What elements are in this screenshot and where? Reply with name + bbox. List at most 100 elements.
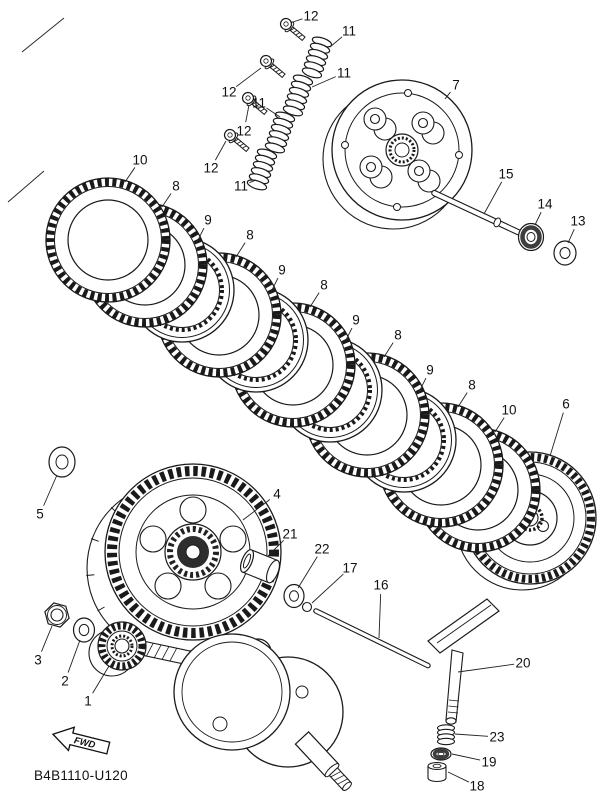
fwd-label: FWD — [73, 735, 97, 751]
callout-number: 16 — [373, 578, 388, 593]
callout-number: 10 — [501, 403, 516, 418]
callout-12: 12 — [203, 140, 227, 176]
callout-number: 14 — [537, 197, 553, 212]
callout-9: 9 — [344, 313, 360, 343]
callout-number: 11 — [252, 96, 266, 111]
callout-number: 8 — [468, 378, 476, 393]
hex-nut — [44, 602, 70, 628]
callout-number: 7 — [452, 78, 460, 93]
callout-number: 8 — [246, 228, 254, 243]
friction-clutch-plate — [45, 177, 171, 303]
clutch-spring — [264, 111, 296, 154]
callout-13: 13 — [567, 214, 586, 244]
callout-number: 19 — [481, 755, 496, 770]
callout-10: 10 — [124, 153, 148, 183]
push-washer — [283, 583, 305, 609]
callout-16: 16 — [373, 578, 389, 639]
clutch-spring — [246, 148, 278, 191]
crank-output-shaft — [294, 731, 352, 791]
callout-number: 12 — [236, 124, 251, 139]
callout-12: 12 — [292, 9, 319, 24]
callout-number: 20 — [515, 656, 530, 671]
callout-number: 9 — [278, 263, 286, 278]
lever-spring — [436, 724, 456, 746]
callout-number: 12 — [203, 161, 218, 176]
callout-number: 8 — [394, 328, 402, 343]
callout-number: 11 — [234, 179, 248, 194]
callout-number: 4 — [273, 487, 281, 502]
callout-number: 13 — [570, 214, 585, 229]
push-rod-short — [313, 608, 431, 669]
spring-bolt — [223, 128, 250, 153]
callout-19: 19 — [451, 753, 497, 770]
callout-10: 10 — [494, 403, 517, 433]
callout-11: 11 — [311, 66, 351, 88]
callout-12: 12 — [221, 67, 262, 100]
callout-7: 7 — [444, 78, 460, 100]
callout-number: 12 — [221, 85, 236, 100]
callout-22: 22 — [297, 542, 330, 589]
callout-number: 8 — [320, 278, 328, 293]
callout-12: 12 — [236, 104, 252, 139]
crankshaft — [137, 633, 352, 791]
callout-11: 11 — [329, 24, 356, 48]
callout-number: 12 — [303, 9, 318, 24]
callout-number: 11 — [337, 66, 351, 81]
callout-18: 18 — [447, 771, 485, 794]
clutch-push-lever — [427, 598, 500, 725]
clutch-plate-stack — [45, 177, 541, 553]
callout-8: 8 — [383, 328, 402, 358]
callout-20: 20 — [457, 656, 531, 673]
callout-8: 8 — [161, 179, 180, 208]
callout-9: 9 — [418, 363, 434, 393]
callout-8: 8 — [457, 378, 476, 408]
callout-number: 18 — [469, 779, 484, 794]
callout-11: 11 — [252, 96, 281, 118]
callout-9: 9 — [196, 213, 212, 243]
callout-number: 8 — [172, 179, 180, 194]
spring-posts — [359, 107, 445, 193]
lock-washer — [72, 617, 96, 643]
callout-number: 3 — [34, 653, 42, 668]
callout-number: 22 — [314, 542, 329, 557]
fwd-arrow: FWD — [51, 726, 111, 755]
thrust-washer — [48, 446, 76, 478]
callout-14: 14 — [534, 197, 553, 226]
clutch-housing — [86, 463, 282, 654]
callout-23: 23 — [454, 730, 505, 745]
clutch-spring — [301, 36, 333, 79]
seal-washer — [517, 222, 545, 252]
clutch-spring — [282, 74, 314, 117]
spring-bolt — [279, 17, 306, 42]
plain-washer — [553, 240, 577, 266]
spacer-collar — [239, 549, 280, 584]
oil-seal — [430, 747, 452, 761]
push-rod-long — [431, 189, 522, 236]
bolts-and-springs — [223, 17, 333, 191]
callout-number: 6 — [562, 397, 570, 412]
callout-2: 2 — [61, 639, 81, 689]
callout-21: 21 — [267, 527, 298, 557]
callout-number: 2 — [61, 674, 69, 689]
bushing — [427, 761, 447, 783]
part-code: B4B1110-U120 — [34, 768, 128, 783]
callout-8: 8 — [235, 228, 254, 258]
callout-3: 3 — [34, 625, 53, 668]
callout-6: 6 — [549, 397, 570, 457]
callout-5: 5 — [36, 474, 58, 522]
callout-number: 21 — [282, 527, 297, 542]
callout-number: 11 — [342, 24, 356, 39]
callout-11: 11 — [234, 179, 257, 194]
spring-bolt — [259, 54, 286, 79]
callout-number: 17 — [342, 561, 357, 576]
spring-bolt — [241, 91, 268, 116]
callout-number: 5 — [36, 507, 44, 522]
callout-17: 17 — [311, 561, 358, 604]
primary-drive-gear — [88, 621, 147, 677]
callout-1: 1 — [84, 665, 110, 709]
callout-8: 8 — [309, 278, 328, 308]
callout-number: 15 — [498, 167, 513, 182]
